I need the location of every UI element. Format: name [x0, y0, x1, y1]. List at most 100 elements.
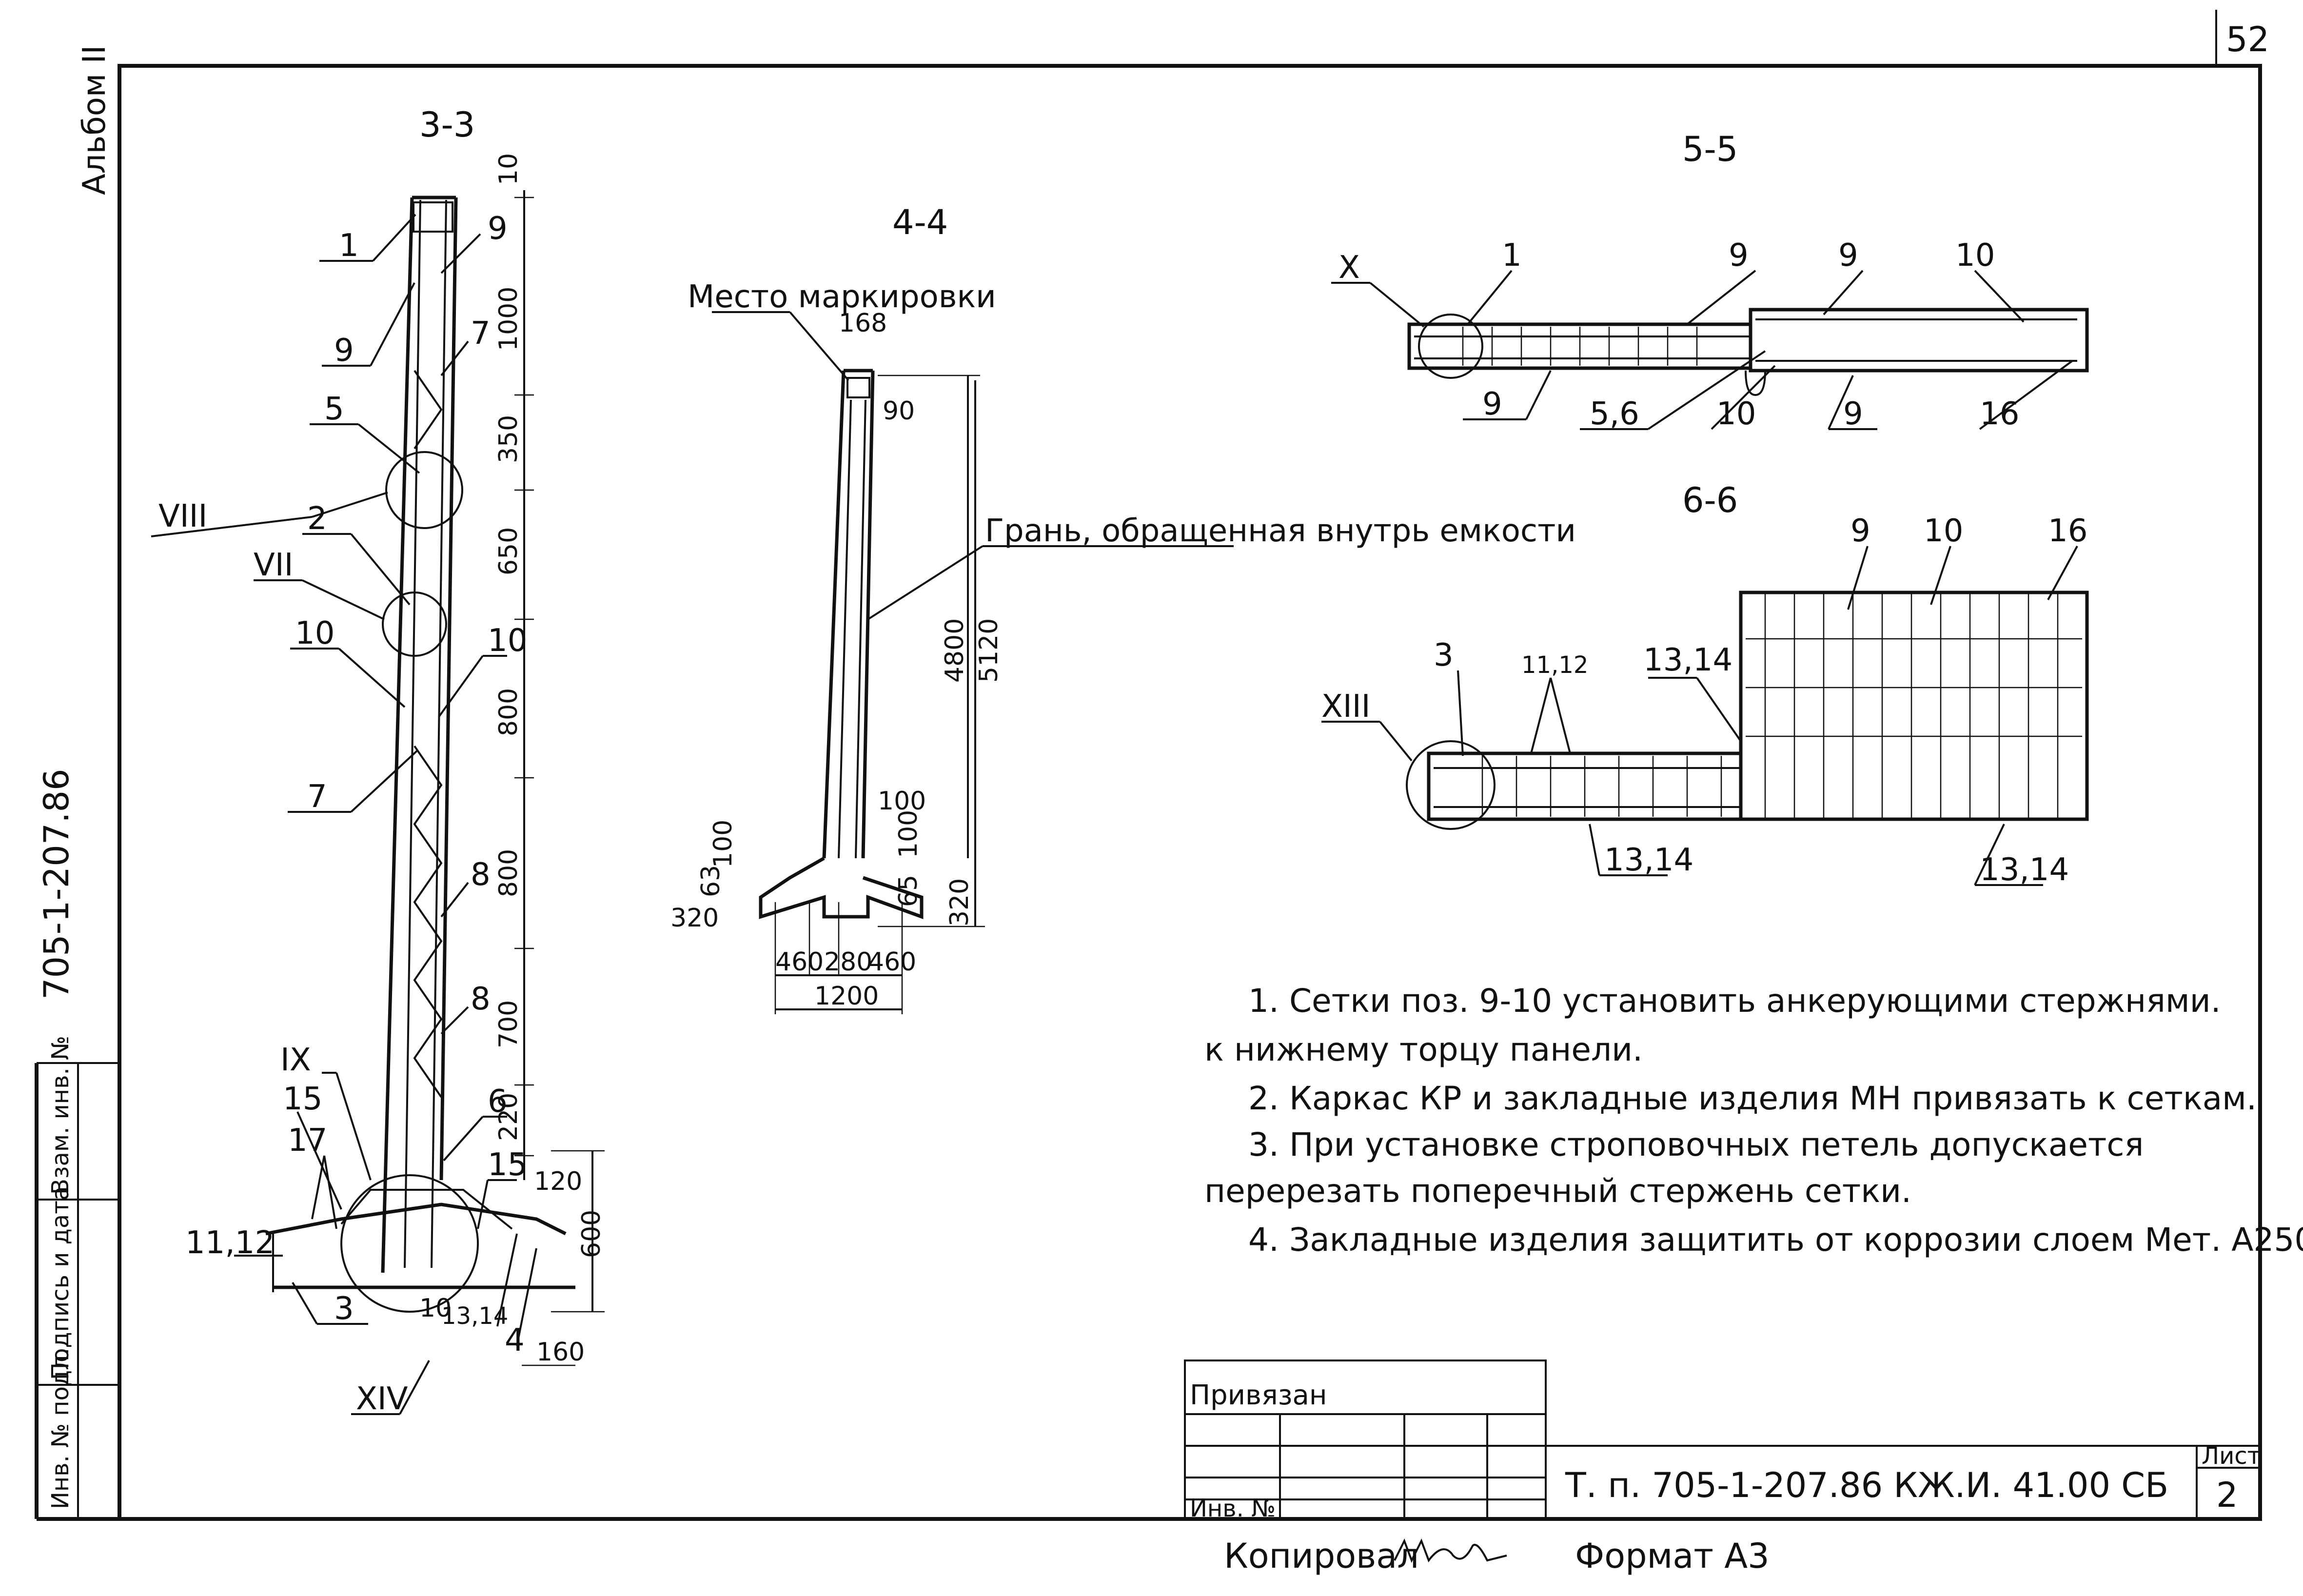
- dim-44-460a: 460: [775, 947, 824, 977]
- ref-33-11-12: 11,12: [185, 1225, 275, 1261]
- dim-44-320a: 320: [670, 904, 719, 933]
- dim-44-280: 280: [824, 947, 872, 977]
- ref-33-15b: 15: [488, 1147, 527, 1183]
- ref-33-4: 4: [505, 1322, 525, 1359]
- section-5-5: 5-5 X 1 9 9 10: [1331, 129, 2089, 432]
- ref-33-17: 17: [288, 1123, 327, 1159]
- dim-44-100b: 100: [894, 810, 923, 858]
- notes: 1. Сетки поз. 9-10 установить анкерующим…: [1204, 982, 2303, 1259]
- ref-33-13-14: 13,14: [441, 1302, 508, 1330]
- dim-44-100c: 100: [709, 820, 738, 868]
- ref-55-9d: 9: [1843, 396, 1863, 432]
- dim-44-4800: 4800: [940, 618, 969, 683]
- format-label: Формат А3: [1575, 1536, 1770, 1576]
- ref-55-10a: 10: [1955, 237, 1995, 274]
- dim-44-1200: 1200: [814, 982, 879, 1011]
- dim-44-168: 168: [839, 309, 887, 338]
- note-4: 4. Закладные изделия защитить от коррози…: [1248, 1221, 2303, 1259]
- side-table-replace: Взам. инв. №: [47, 1036, 74, 1195]
- ref-33-5: 5: [324, 391, 344, 427]
- dim-44-100a: 100: [878, 787, 926, 816]
- marking-label: Место маркировки: [688, 279, 996, 315]
- dim-33-10: 10: [494, 153, 523, 185]
- ref-55-1: 1: [1502, 237, 1522, 274]
- ref-55-9c: 9: [1482, 386, 1502, 422]
- ref-55-16: 16: [1980, 396, 2019, 432]
- node-XIV: XIV: [356, 1381, 408, 1417]
- copied-by: Копировал: [1224, 1536, 1419, 1576]
- face-label: Грань, обращенная внутрь емкости: [985, 513, 1576, 549]
- dim-33-1000: 1000: [494, 287, 523, 351]
- note-1: 1. Сетки поз. 9-10 установить анкерующим…: [1248, 982, 2221, 1020]
- dim-33-800a: 800: [494, 688, 523, 736]
- node-VII: VII: [254, 547, 294, 583]
- ref-55-10b: 10: [1716, 396, 1756, 432]
- ref-33-7b: 7: [307, 779, 327, 815]
- dim-33-350: 350: [494, 415, 523, 463]
- doc-code: Т. п. 705-1-207.86 КЖ.И. 41.00 СБ: [1565, 1465, 2168, 1505]
- note-2: 2. Каркас КР и закладные изделия МН прив…: [1248, 1080, 2257, 1117]
- ref-33-10b: 10: [488, 623, 527, 659]
- node-XIII: XIII: [1321, 689, 1370, 725]
- dim-44-5120: 5120: [974, 618, 1004, 683]
- note-3: 3. При установке строповочных петель доп…: [1248, 1126, 2144, 1163]
- node-X: X: [1338, 250, 1360, 286]
- ref-66-10: 10: [1924, 513, 1963, 549]
- node-IX: IX: [280, 1042, 311, 1078]
- ref-66-11-12: 11,12: [1521, 651, 1588, 679]
- note-1-cont: к нижнему торцу панели.: [1204, 1031, 1643, 1068]
- ref-33-9b: 9: [334, 333, 354, 369]
- dim-33-700: 700: [494, 1000, 523, 1048]
- copier-signature: [1394, 1538, 1507, 1563]
- dim-44-65: 65: [894, 875, 923, 907]
- inv-label: Инв. №: [1190, 1495, 1276, 1522]
- dim-44-63: 63: [696, 865, 726, 897]
- side-table-sign: Подпись и дата: [47, 1186, 74, 1380]
- title-block: Привязан Инв. № Т. п. 705-1-207.86 КЖ.И.…: [1184, 1360, 2261, 1522]
- dim-44-320b: 320: [945, 878, 974, 926]
- album-label: Альбом II: [77, 45, 113, 195]
- dim-44-460b: 460: [868, 947, 916, 977]
- ref-66-13-14c: 13,14: [1980, 852, 2069, 888]
- dim-33-800b: 800: [494, 849, 523, 897]
- ref-33-8a: 8: [471, 857, 491, 893]
- ref-33-10a: 10: [295, 615, 335, 651]
- ref-33-9a: 9: [488, 211, 508, 247]
- section-4-4: 4-4 Место маркировки Грань, обращенная в…: [670, 202, 1576, 1014]
- bound-label: Привязан: [1190, 1379, 1327, 1411]
- section-4-4-title: 4-4: [892, 202, 948, 242]
- dim-33-120: 120: [534, 1167, 582, 1196]
- side-code: 705-1-207.86: [37, 768, 77, 1000]
- section-3-3-title: 3-3: [419, 105, 475, 145]
- ref-66-13-14b: 13,14: [1604, 842, 1693, 878]
- ref-33-15a: 15: [283, 1081, 322, 1117]
- ref-66-16: 16: [2048, 513, 2087, 549]
- ref-66-13-14a: 13,14: [1643, 642, 1732, 678]
- ref-55-5-6: 5,6: [1590, 396, 1639, 432]
- ref-66-3: 3: [1434, 637, 1454, 673]
- ref-66-9: 9: [1850, 513, 1870, 549]
- side-table-inv: Инв. № подл.: [47, 1348, 74, 1509]
- sheet-value: 2: [2216, 1475, 2238, 1515]
- section-6-6: 6-6: [1321, 480, 2089, 888]
- sheet-number: 52: [2226, 20, 2269, 59]
- ref-55-9a: 9: [1729, 237, 1749, 274]
- dim-33-650: 650: [494, 527, 523, 575]
- dim-33-10-bottom: 10: [419, 1294, 452, 1323]
- dim-44-90: 90: [883, 396, 915, 426]
- dim-33-600: 600: [577, 1210, 606, 1258]
- ref-33-7a: 7: [471, 315, 491, 352]
- ref-33-6: 6: [488, 1084, 508, 1120]
- ref-33-1: 1: [339, 228, 359, 264]
- ref-33-3: 3: [334, 1291, 354, 1327]
- sheet-label: Лист: [2202, 1442, 2261, 1470]
- node-VIII: VIII: [158, 498, 207, 534]
- sheet-frame: [35, 10, 2262, 1521]
- dim-33-160: 160: [536, 1338, 585, 1367]
- section-3-3: 3-3: [151, 105, 606, 1417]
- note-3-cont: перерезать поперечный стержень сетки.: [1204, 1172, 1911, 1210]
- ref-33-2: 2: [307, 501, 327, 537]
- ref-55-9b: 9: [1838, 237, 1858, 274]
- section-5-5-title: 5-5: [1682, 129, 1738, 169]
